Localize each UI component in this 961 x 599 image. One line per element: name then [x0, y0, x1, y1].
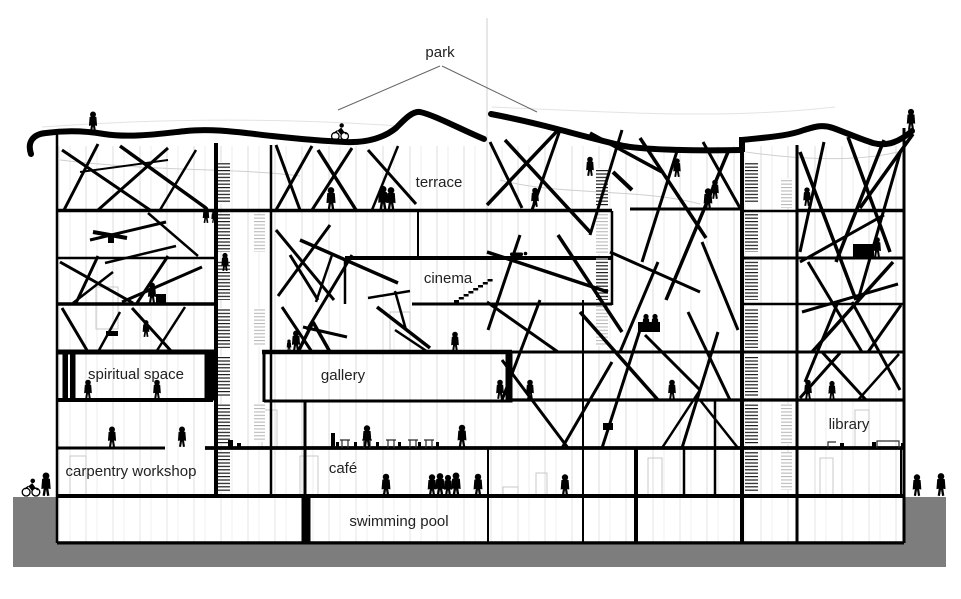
roof	[26, 108, 915, 157]
cinema-stair-icon	[454, 279, 493, 303]
furniture	[106, 237, 904, 448]
ground	[13, 497, 946, 567]
diagonal-struts	[59, 126, 915, 449]
label-swimming-pool: swimming pool	[349, 513, 448, 530]
reclining-person	[510, 251, 528, 256]
stair-cores	[218, 162, 792, 492]
label-cinema: cinema	[424, 270, 473, 287]
cafe-chairs	[336, 442, 439, 448]
walls	[55, 128, 906, 544]
label-park: park	[425, 44, 455, 61]
park-leader-lines	[337, 65, 538, 113]
label-cafe: café	[329, 460, 357, 477]
label-gallery: gallery	[321, 367, 366, 384]
library-tables	[827, 440, 904, 448]
room-labels: park terrace cinema spiritual space gall…	[66, 44, 870, 530]
label-terrace: terrace	[416, 174, 463, 191]
label-carpentry-workshop: carpentry workshop	[66, 463, 197, 480]
cafe-tables	[340, 439, 434, 448]
label-spiritual-space: spiritual space	[88, 366, 184, 383]
interior-detail-texture	[41, 18, 903, 542]
label-library: library	[829, 416, 870, 433]
floor-slabs	[57, 207, 904, 545]
